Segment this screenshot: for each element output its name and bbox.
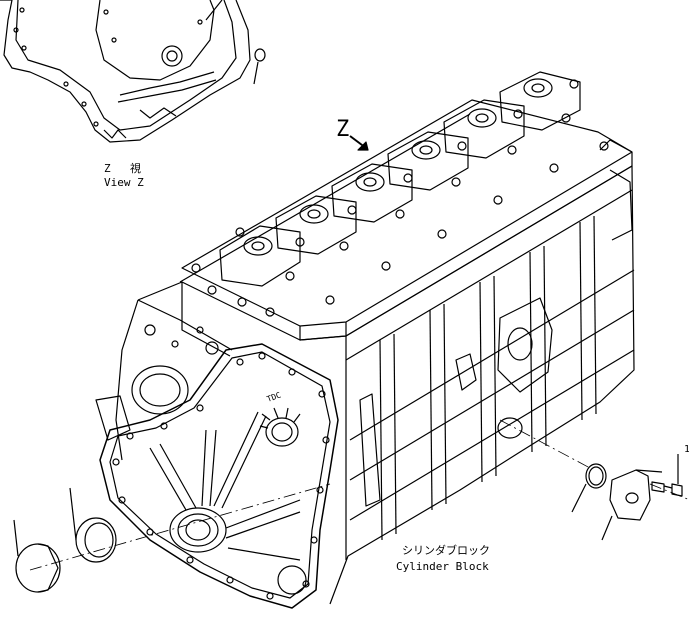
front-dust-cap	[13, 519, 61, 593]
engine-label-en: Cylinder Block	[396, 560, 489, 573]
callout-number-1: 1	[684, 444, 689, 455]
view-z-en: View Z	[104, 176, 144, 189]
view-z-inset	[0, 0, 266, 143]
view-z-jp: 視	[130, 161, 141, 175]
port-axis-line	[499, 419, 591, 469]
crank-axis-line	[29, 483, 331, 571]
view-z-letter: Z	[104, 162, 111, 175]
o-ring-part	[571, 463, 607, 513]
engine-label-jp: シリンダブロック	[402, 543, 490, 557]
bolt-part	[651, 454, 683, 497]
front-oil-seal-ring	[69, 487, 117, 563]
z-arrow-icon	[349, 135, 369, 151]
bracket-part	[601, 469, 663, 541]
cylinder-block-body	[95, 139, 635, 605]
tdc-stamp: TDC	[266, 390, 283, 403]
front-gear-cover: TDC	[99, 343, 339, 609]
bolt-axis-line	[649, 483, 689, 501]
z-arrow-letter: Z	[336, 117, 349, 142]
